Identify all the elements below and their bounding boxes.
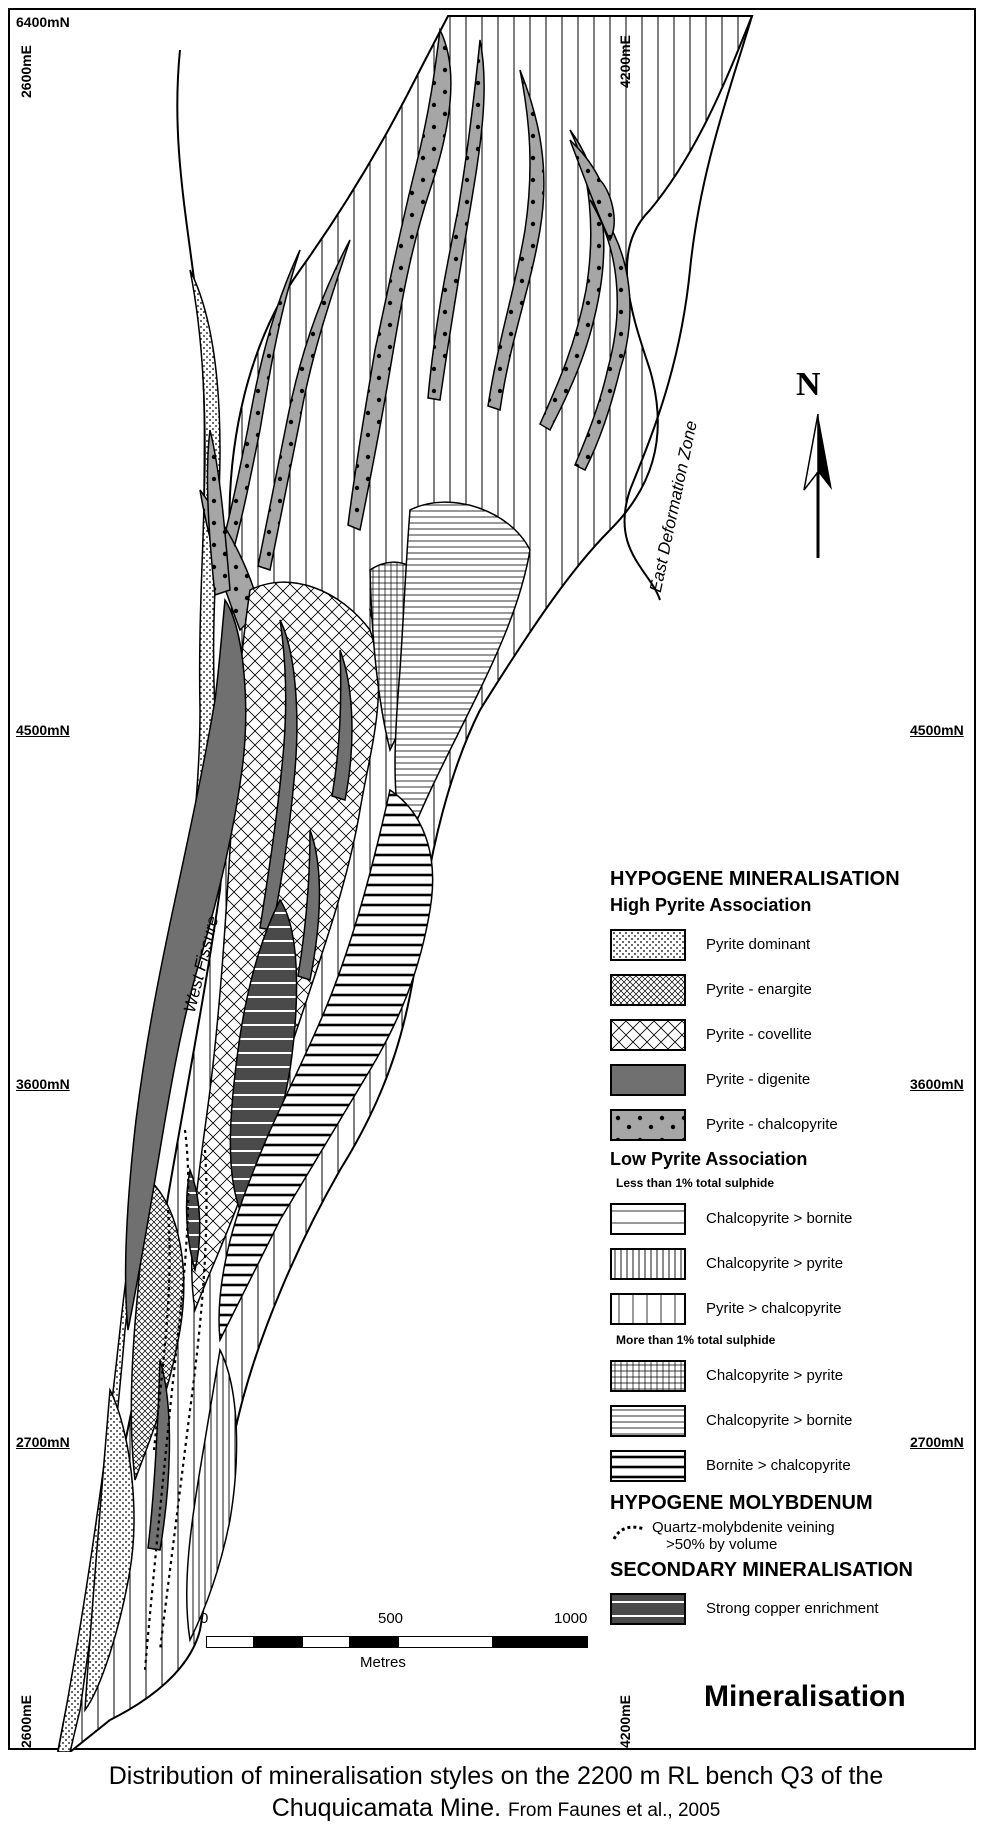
legend-less-title: Less than 1% total sulphide xyxy=(616,1176,775,1190)
moly-vein-icon xyxy=(612,1525,645,1540)
legend-low-pyrite-less-label: Chalcopyrite > bornite xyxy=(706,1210,853,1227)
moly-item-label: Quartz-molybdenite veining xyxy=(652,1519,835,1536)
grid-label-4500mn-left: 4500mN xyxy=(16,722,70,738)
legend-hypogene-title: HYPOGENE MINERALISATION xyxy=(610,868,900,890)
grid-label-2600me-top: 2600mE xyxy=(18,45,34,98)
legend-low-pyrite-more-item: Chalcopyrite > pyrite xyxy=(610,1353,980,1398)
legend-secondary-label: Strong copper enrichment xyxy=(706,1600,879,1617)
legend-high-pyrite-title: High Pyrite Association xyxy=(610,895,812,915)
grid-label-2700mn-left: 2700mN xyxy=(16,1434,70,1450)
legend-swatch-hlines-bold xyxy=(610,1449,686,1482)
legend-low-pyrite-less-label: Chalcopyrite > pyrite xyxy=(706,1255,844,1272)
copper-enrichment-zone-small xyxy=(185,1167,201,1273)
legend-moly-title: HYPOGENE MOLYBDENUM xyxy=(610,1492,873,1514)
grid-label-3600mn-left: 3600mN xyxy=(16,1076,70,1092)
legend-high-pyrite-label: Pyrite - digenite xyxy=(706,1071,811,1088)
legend-swatch-dark-hlines xyxy=(610,1592,686,1625)
legend-swatch-grey-dots xyxy=(610,1108,686,1141)
grid-label-4500mn-right: 4500mN xyxy=(910,722,964,738)
chalcopyrite-bornite-zone xyxy=(394,501,531,853)
caption-line-1: Distribution of mineralisation styles on… xyxy=(108,1762,884,1790)
bornite-chalcopyrite-zone xyxy=(218,788,434,1343)
legend-low-pyrite-more-label: Chalcopyrite > bornite xyxy=(706,1412,853,1429)
legend-low-pyrite-more-item: Chalcopyrite > bornite xyxy=(610,1398,980,1443)
legend-high-pyrite-label: Pyrite - enargite xyxy=(706,981,812,998)
legend-low-pyrite-title: Low Pyrite Association xyxy=(610,1149,808,1169)
legend-swatch-hlines-close xyxy=(610,1404,686,1437)
legend-high-pyrite-item: Pyrite - enargite xyxy=(610,967,980,1012)
moly-item-label-2: >50% by volume xyxy=(666,1536,778,1553)
legend-swatch-crosshatch-wide xyxy=(610,1018,686,1051)
legend-low-pyrite-less-item: Chalcopyrite > bornite xyxy=(610,1196,980,1241)
legend-high-pyrite-item: Pyrite dominant xyxy=(610,922,980,967)
scale-label-500: 500 xyxy=(378,1610,404,1627)
legend-swatch-grid-fine xyxy=(610,1359,686,1392)
legend: HYPOGENE MINERALISATION High Pyrite Asso… xyxy=(610,868,980,1631)
scale-label-1000: 1000 xyxy=(554,1610,588,1627)
legend-low-pyrite-less-item: Chalcopyrite > pyrite xyxy=(610,1241,980,1286)
chalcopyrite-pyrite-vline-zone xyxy=(185,1347,238,1643)
pyrite-chalcopyrite-veins xyxy=(199,27,631,632)
grid-label-2700mn-right: 2700mN xyxy=(910,1434,964,1450)
grid-label-2600me-bottom: 2600mE xyxy=(18,1695,34,1748)
legend-secondary-item: Strong copper enrichment xyxy=(610,1586,980,1631)
grid-label-6400mn: 6400mN xyxy=(16,14,70,30)
legend-low-pyrite-less-label: Pyrite > chalcopyrite xyxy=(706,1300,842,1317)
legend-low-pyrite-more-label: Bornite > chalcopyrite xyxy=(706,1457,851,1474)
legend-swatch-solid-grey xyxy=(610,1063,686,1096)
legend-swatch-hlines-wide xyxy=(610,1202,686,1235)
legend-swatch-vlines-close xyxy=(610,1247,686,1280)
legend-low-pyrite-more-label: Chalcopyrite > pyrite xyxy=(706,1367,844,1384)
legend-swatch-dots-fine xyxy=(610,928,686,961)
legend-secondary-title: SECONDARY MINERALISATION xyxy=(610,1559,913,1581)
legend-high-pyrite-item: Pyrite - chalcopyrite xyxy=(610,1102,980,1147)
figure-caption: Distribution of mineralisation styles on… xyxy=(0,1760,992,1827)
legend-high-pyrite-item: Pyrite - covellite xyxy=(610,1012,980,1057)
caption-source: From Faunes et al., 2005 xyxy=(507,1800,721,1821)
scale-bar: 0 500 1000 Metres xyxy=(200,1610,600,1671)
grid-label-3600mn-right: 3600mN xyxy=(910,1076,964,1092)
legend-low-pyrite-more-item: Bornite > chalcopyrite xyxy=(610,1443,980,1488)
north-arrow-icon xyxy=(803,413,832,558)
scale-label-0: 0 xyxy=(200,1610,209,1627)
legend-low-pyrite-less-item: Pyrite > chalcopyrite xyxy=(610,1286,980,1331)
grid-label-4200me-top: 4200mE xyxy=(617,35,633,88)
grid-label-4200me-bottom: 4200mE xyxy=(617,1695,633,1748)
legend-more-title: More than 1% total sulphide xyxy=(616,1333,776,1347)
legend-moly-item: Quartz-molybdenite veining >50% by volum… xyxy=(610,1519,980,1553)
legend-high-pyrite-label: Pyrite - chalcopyrite xyxy=(706,1116,838,1133)
pyrite-dominant-lens xyxy=(84,1387,135,1713)
legend-high-pyrite-item: Pyrite - digenite xyxy=(610,1057,980,1102)
north-label: N xyxy=(796,366,821,403)
caption-line-2: Chuquicamata Mine. xyxy=(271,1794,502,1822)
north-arrow: N xyxy=(788,366,868,566)
legend-swatch-vlines-wide xyxy=(610,1292,686,1325)
map-frame: 2600mE 6400mN 4200mE 2600mE 4200mE 4500m… xyxy=(8,8,976,1752)
legend-high-pyrite-label: Pyrite dominant xyxy=(706,936,811,953)
geology-map xyxy=(56,15,754,1752)
scale-segments xyxy=(206,1636,588,1648)
east-deformation-zone-line xyxy=(623,15,753,601)
map-title: Mineralisation xyxy=(704,1680,906,1713)
legend-swatch-crosshatch-fine xyxy=(610,973,686,1006)
legend-high-pyrite-label: Pyrite - covellite xyxy=(706,1026,812,1043)
quartz-molybdenite-veins xyxy=(143,1129,208,1671)
pyrite-dominant-zone xyxy=(57,269,221,1752)
scale-unit: Metres xyxy=(360,1654,406,1671)
